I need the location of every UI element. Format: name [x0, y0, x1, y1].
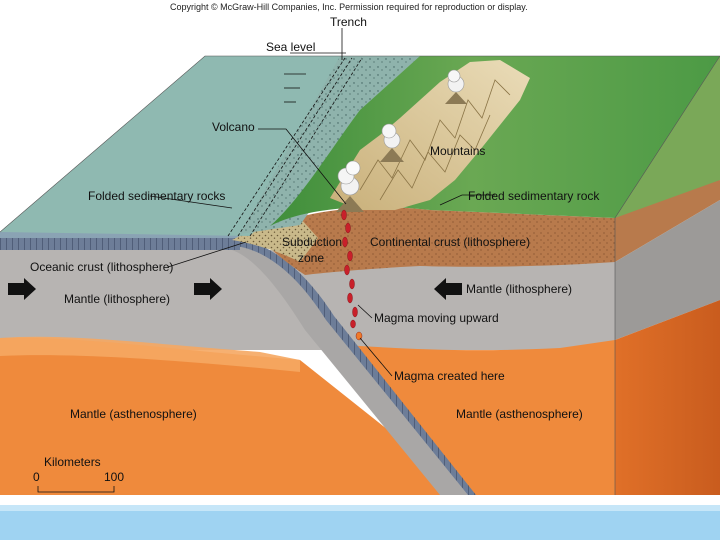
copyright-notice: Copyright © McGraw-Hill Companies, Inc. … — [170, 2, 528, 12]
trench-line-3 — [249, 57, 363, 237]
folded-sediment-wedge — [232, 218, 318, 262]
subducting-slab — [232, 240, 470, 495]
oceanic-crust-plate — [0, 238, 240, 250]
scale-bar-max: 100 — [104, 470, 124, 484]
block-side-crust — [615, 180, 720, 262]
asthenosphere-band-left — [0, 336, 300, 372]
volcano-plume-icon — [380, 123, 404, 162]
oceanic-crust-plate-subducting — [236, 238, 476, 495]
volcano-plume-icon — [445, 69, 467, 104]
arrow-right-icon — [194, 278, 222, 300]
bottom-band-highlight — [0, 505, 720, 511]
scale-bar-min: 0 — [33, 470, 40, 484]
label-zone: zone — [298, 251, 324, 265]
arrow-left-icon — [434, 278, 462, 300]
label-subduction: Subduction — [282, 235, 342, 249]
label-folded-sedimentary-rocks: Folded sedimentary rocks — [88, 189, 225, 203]
label-mantle-lithosphere-left: Mantle (lithosphere) — [64, 292, 170, 306]
mountain-ridges — [359, 79, 511, 201]
label-mountains: Mountains — [430, 144, 485, 158]
block-outline — [0, 55, 720, 495]
continental-crust-layer — [255, 207, 615, 275]
ocean-floor-line — [0, 232, 245, 238]
label-sea-level: Sea level — [266, 40, 315, 54]
label-mantle-lithosphere-right: Mantle (lithosphere) — [466, 282, 572, 296]
label-magma-created-here: Magma created here — [394, 369, 505, 383]
label-oceanic-crust: Oceanic crust (lithosphere) — [30, 260, 173, 274]
asthenosphere-layer — [0, 337, 470, 495]
label-mantle-asthenosphere-right: Mantle (asthenosphere) — [456, 407, 583, 421]
scale-bar-title: Kilometers — [44, 455, 101, 469]
asthenosphere-layer-right — [345, 340, 615, 495]
label-volcano: Volcano — [212, 120, 255, 134]
label-trench: Trench — [330, 15, 367, 29]
mountain-range — [330, 60, 530, 210]
block-side-asthenosphere — [615, 300, 720, 495]
magma-droplets — [341, 209, 363, 341]
label-continental-crust: Continental crust (lithosphere) — [370, 235, 530, 249]
leader-lines — [149, 28, 495, 377]
scale-bar: Kilometers 0 100 — [33, 455, 124, 493]
label-folded-sedimentary-rock: Folded sedimentary rock — [468, 189, 600, 203]
arrow-right-icon — [8, 278, 36, 300]
volcano-plume-icon — [336, 160, 364, 212]
trench-line-2 — [237, 57, 353, 237]
trench-line-1 — [227, 57, 346, 237]
block-side-mantle — [615, 200, 720, 340]
label-magma-moving-upward: Magma moving upward — [374, 311, 499, 325]
label-mantle-asthenosphere-left: Mantle (asthenosphere) — [70, 407, 197, 421]
